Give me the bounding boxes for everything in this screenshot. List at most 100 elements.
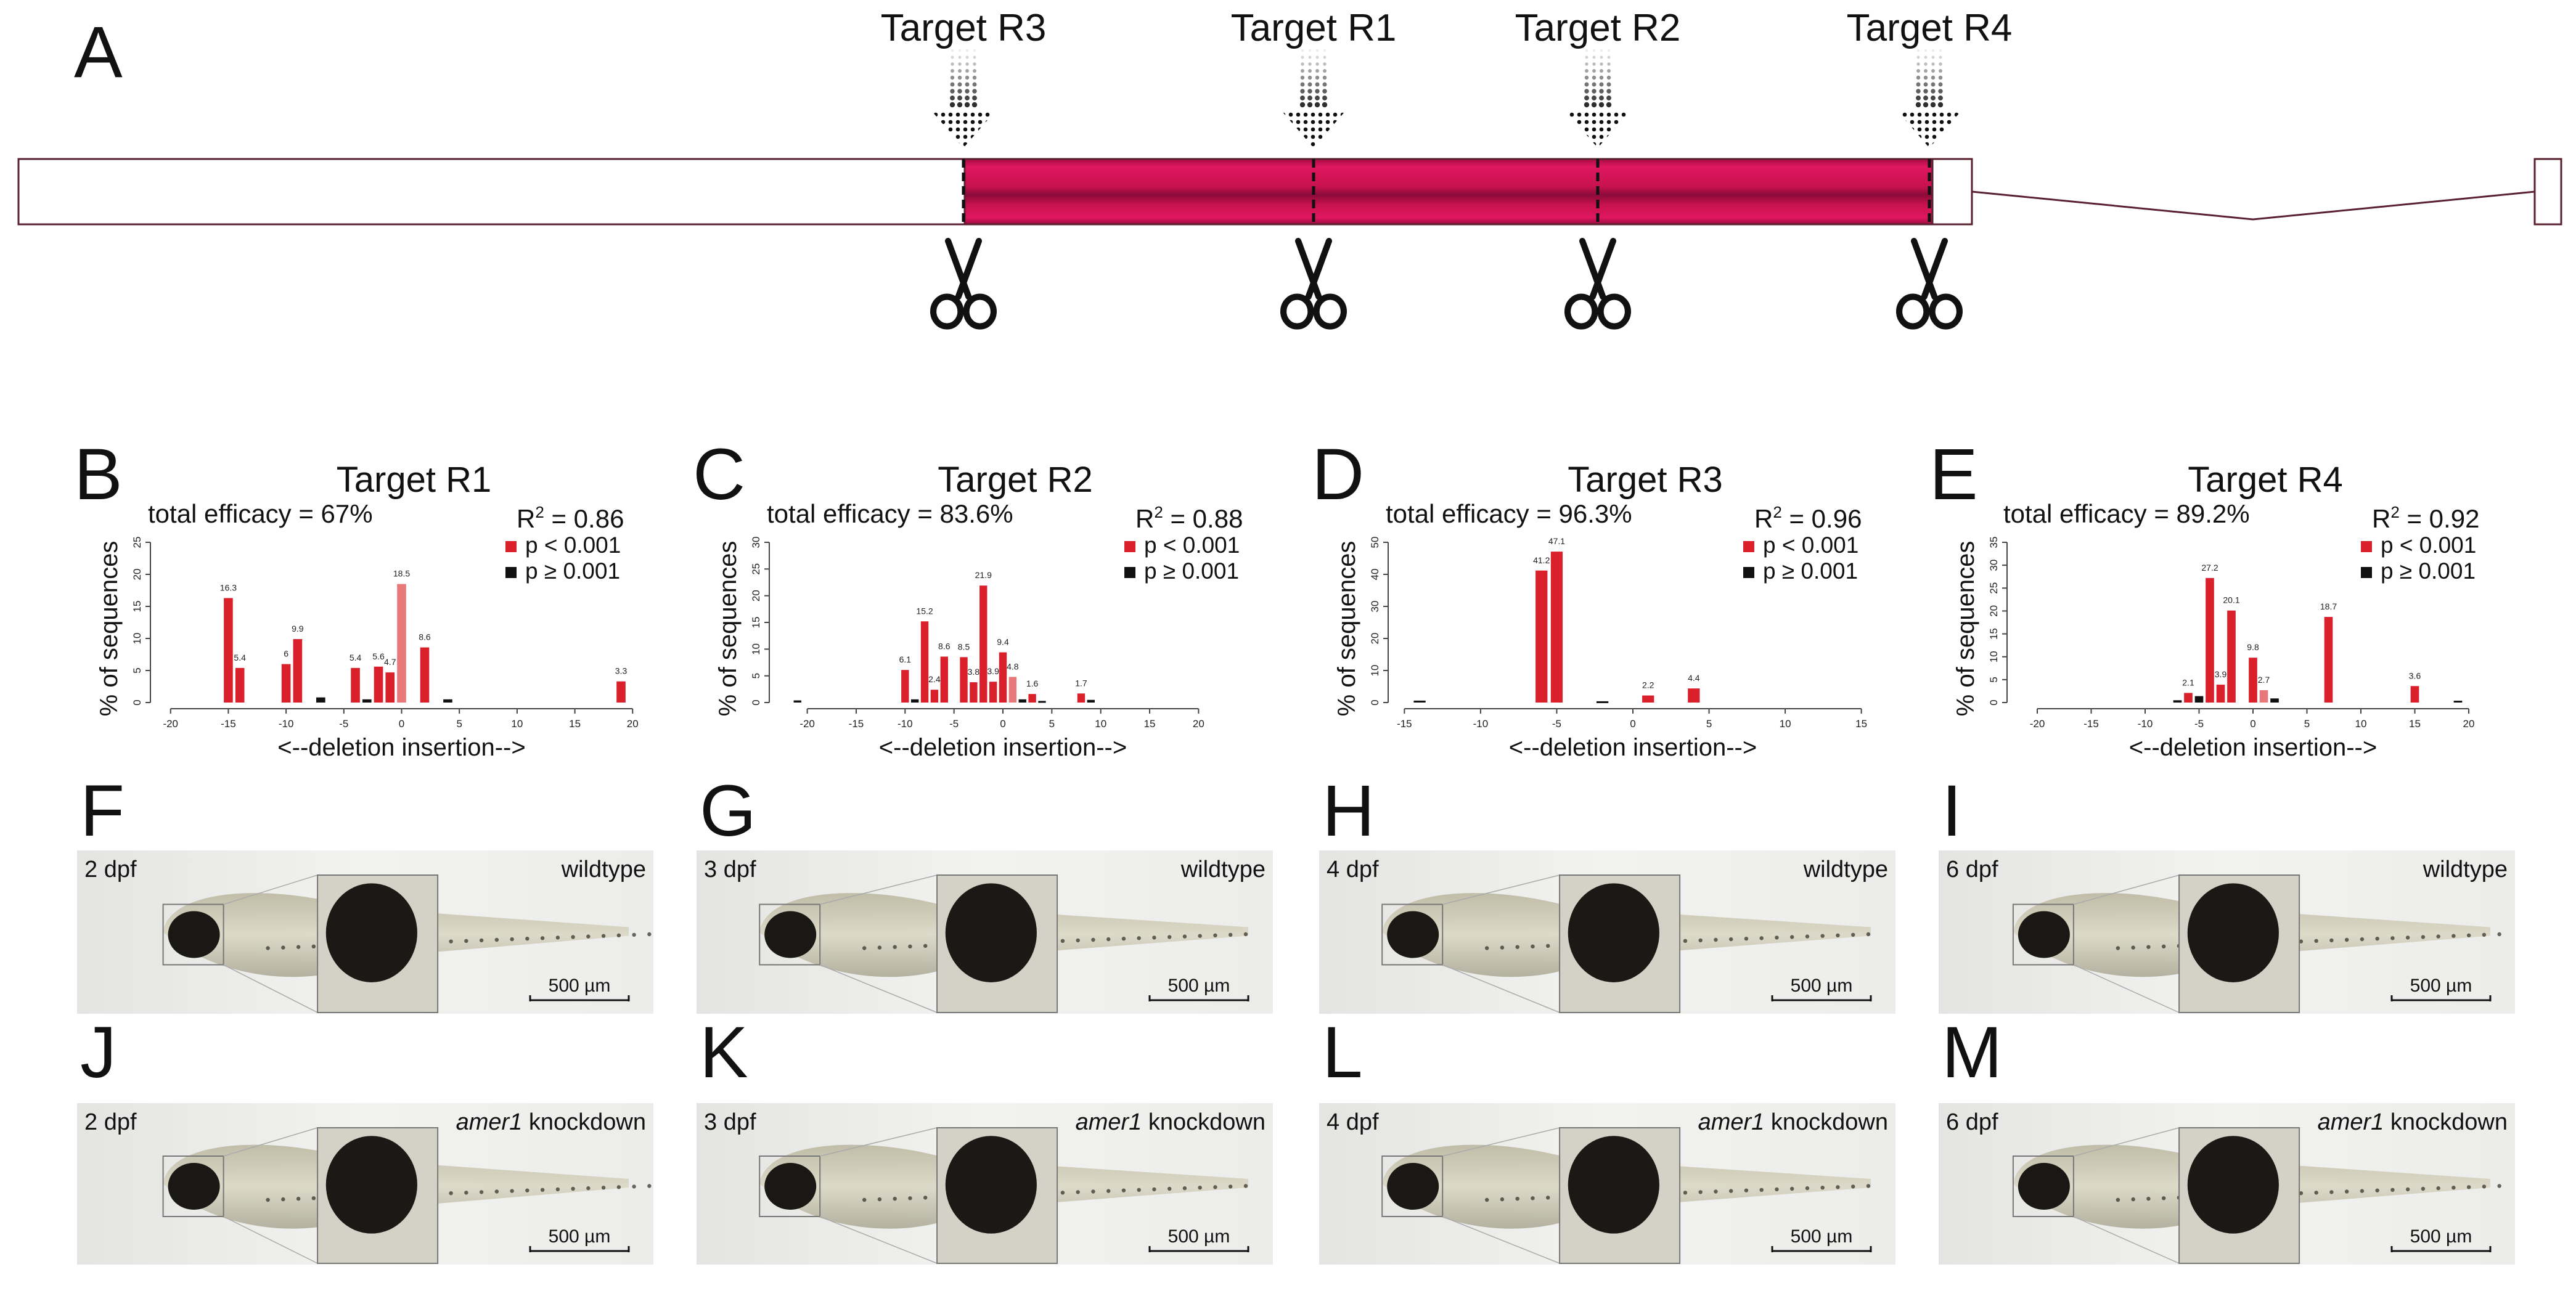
efficacy-label: total efficacy = 67% <box>148 499 373 528</box>
scissors-icon <box>1283 241 1344 326</box>
bar-value-label: 15.2 <box>916 606 933 616</box>
x-tick-label: -5 <box>2194 718 2204 730</box>
bar <box>960 657 968 703</box>
x-tick-label: 15 <box>569 718 581 730</box>
x-tick-label: 0 <box>1630 718 1635 730</box>
stage-label: 3 dpf <box>704 1109 756 1135</box>
y-tick-label: 15 <box>1988 628 2000 640</box>
legend-sig-label: p < 0.001 <box>1144 532 1240 558</box>
legend-swatch-sig <box>2361 541 2372 552</box>
bar-value-label: 6 <box>284 649 288 659</box>
y-tick-label: 20 <box>1988 605 2000 617</box>
bar-value-label: 8.6 <box>938 641 951 651</box>
panel-label: C <box>693 434 745 515</box>
x-tick-label: -10 <box>1473 718 1489 730</box>
bar-value-label: 20.1 <box>2223 595 2239 605</box>
x-tick-label: -15 <box>2083 718 2099 730</box>
target-r1: Target R1 <box>1231 7 1397 327</box>
bar-value-label: 2.7 <box>2258 675 2270 685</box>
eye-magnified <box>945 1136 1037 1234</box>
bar-value-label: 41.2 <box>1533 555 1550 565</box>
bar-value-label: 5.6 <box>372 651 385 661</box>
x-tick-label: 10 <box>1095 718 1106 730</box>
bar <box>920 621 929 703</box>
target-label: Target R1 <box>1231 7 1397 49</box>
bar <box>2206 577 2214 703</box>
bar-value-label: 9.9 <box>292 624 304 634</box>
y-tick-label: 25 <box>131 537 143 548</box>
y-tick-label: 5 <box>1988 677 2000 682</box>
x-tick-label: -10 <box>2138 718 2153 730</box>
scale-bar-label: 500 µm <box>1791 976 1853 996</box>
intron-line <box>1971 190 2535 221</box>
condition-label: amer1 knockdown <box>1698 1109 1888 1135</box>
panel-label-a: A <box>74 12 123 93</box>
eye-magnified <box>325 883 417 982</box>
x-axis-label: <--deletion insertion--> <box>1509 734 1757 761</box>
bar <box>2227 610 2236 703</box>
x-tick-label: 15 <box>2409 718 2421 730</box>
target-label: Target R4 <box>1847 7 2013 49</box>
bar-value-label: 8.5 <box>958 642 970 651</box>
bar <box>374 666 383 703</box>
condition-label: wildtype <box>1803 857 1888 882</box>
eye-magnified <box>1568 883 1659 982</box>
inset-source-box <box>162 1155 224 1217</box>
bar <box>316 697 325 703</box>
bar <box>1596 701 1609 703</box>
bar <box>1642 695 1654 703</box>
panel-label: B <box>74 434 123 515</box>
bar <box>2453 701 2463 703</box>
chart-title: Target R3 <box>1568 460 1722 500</box>
bar <box>1413 700 1426 703</box>
bar <box>443 699 452 703</box>
eye-magnified <box>945 883 1037 982</box>
eye-magnified <box>2187 1136 2279 1234</box>
target-r4: Target R4 <box>1847 7 2013 327</box>
x-tick-label: -20 <box>163 718 178 730</box>
y-axis-label: % of sequences <box>96 541 123 717</box>
efficacy-label: total efficacy = 89.2% <box>2003 499 2250 528</box>
legend-nonsig-label: p ≥ 0.001 <box>1763 558 1858 584</box>
bar <box>1077 693 1086 703</box>
bar <box>2184 693 2193 703</box>
scissors-icon <box>933 241 994 326</box>
stage-label: 4 dpf <box>1327 1109 1379 1135</box>
y-tick-label: 40 <box>1369 569 1381 581</box>
y-tick-label: 20 <box>131 569 143 581</box>
inset-source-box <box>1381 903 1444 966</box>
r-squared-label: R2 = 0.88 <box>1135 503 1243 533</box>
bar-value-label: 16.3 <box>220 582 237 592</box>
bar-value-label: 3.8 <box>968 667 980 677</box>
x-tick-label: 0 <box>2250 718 2255 730</box>
bar-value-label: 9.8 <box>2247 642 2259 652</box>
stage-label: 2 dpf <box>84 1109 137 1135</box>
panel-label: L <box>1322 1012 1363 1093</box>
chart-title: Target R2 <box>938 460 1092 500</box>
scissors-icon <box>1568 241 1628 326</box>
y-tick-label: 0 <box>1369 699 1381 705</box>
y-tick-label: 30 <box>1369 601 1381 613</box>
y-tick-label: 30 <box>750 537 762 548</box>
legend-nonsig-label: p ≥ 0.001 <box>525 558 620 584</box>
condition-label: wildtype <box>2423 857 2508 882</box>
panel-label: F <box>80 770 125 852</box>
y-tick-label: 15 <box>131 601 143 613</box>
panel-label: J <box>80 1012 117 1093</box>
y-tick-label: 25 <box>1988 582 2000 594</box>
bar <box>930 690 939 703</box>
stage-label: 3 dpf <box>704 857 756 882</box>
y-tick-label: 5 <box>131 667 143 673</box>
legend-nonsig-label: p ≥ 0.001 <box>1144 558 1239 584</box>
bar <box>979 585 987 703</box>
bar-value-label: 9.4 <box>997 637 1009 647</box>
x-tick-label: 0 <box>399 718 404 730</box>
x-tick-label: -20 <box>2030 718 2045 730</box>
